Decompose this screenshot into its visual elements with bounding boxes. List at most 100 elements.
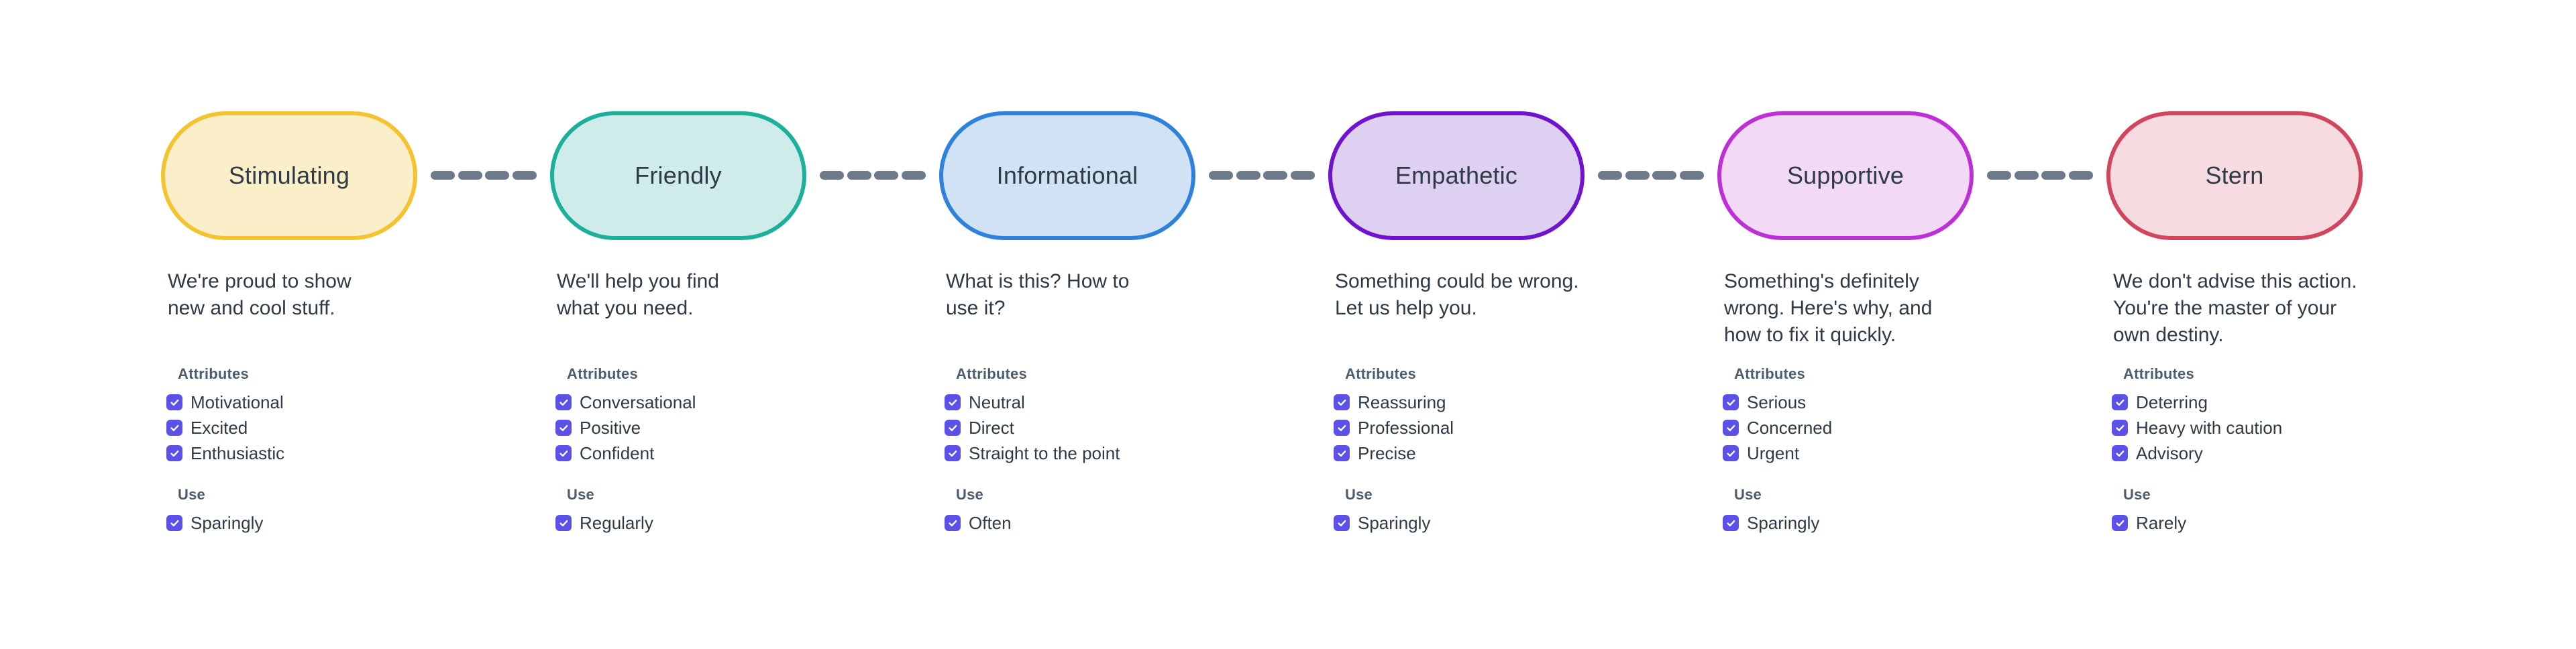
attribute-check-row[interactable]: Precise [1334,440,1660,466]
use-check-row[interactable]: Sparingly [1723,510,2049,536]
use-heading: Use [1345,486,1373,503]
check-label: Regularly [580,513,653,533]
use-heading: Use [178,486,205,503]
check-label: Motivational [191,392,284,412]
attributes-heading: Attributes [2123,365,2194,382]
use-heading: Use [1734,486,1762,503]
attribute-check-row[interactable]: Reassuring [1334,390,1660,415]
tone-pill-label: Friendly [635,162,722,189]
tone-pill[interactable]: Empathetic [1328,111,1585,240]
use-heading: Use [956,486,983,503]
attribute-check-row[interactable]: Concerned [1723,415,2049,440]
check-label: Advisory [2136,443,2203,463]
tone-description: Something could be wrong. Let us help yo… [1335,270,1579,319]
checkmark-icon[interactable] [2112,394,2128,410]
checkmark-icon[interactable] [1334,515,1350,531]
check-label: Precise [1358,443,1416,463]
check-label: Sparingly [1358,513,1431,533]
check-label: Reassuring [1358,392,1446,412]
attribute-check-row[interactable]: Deterring [2112,390,2438,415]
attribute-check-row[interactable]: Motivational [166,390,493,415]
checkmark-icon[interactable] [945,420,961,436]
checkmark-icon[interactable] [2112,420,2128,436]
checkmark-icon[interactable] [2112,515,2128,531]
checkmark-icon[interactable] [1723,515,1739,531]
attribute-check-row[interactable]: Urgent [1723,440,2049,466]
check-label: Urgent [1747,443,1800,463]
tone-description: We don't advise this action. You're the … [2113,270,2357,346]
attributes-heading: Attributes [1734,365,1805,382]
attribute-check-row[interactable]: Heavy with caution [2112,415,2438,440]
checkmark-icon[interactable] [1723,445,1739,461]
checkmark-icon[interactable] [1723,420,1739,436]
check-label: Sparingly [191,513,264,533]
checkmark-icon[interactable] [166,394,182,410]
checkmark-icon[interactable] [1334,394,1350,410]
attribute-check-row[interactable]: Straight to the point [945,440,1271,466]
check-label: Enthusiastic [191,443,285,463]
check-label: Deterring [2136,392,2208,412]
tone-pill[interactable]: Informational [939,111,1195,240]
attribute-check-row[interactable]: Excited [166,415,493,440]
check-label: Conversational [580,392,696,412]
checkmark-icon[interactable] [945,394,961,410]
attribute-check-row[interactable]: Conversational [555,390,882,415]
tone-pill-label: Empathetic [1395,162,1518,189]
checkmark-icon[interactable] [555,420,572,436]
use-check-row[interactable]: Sparingly [166,510,493,536]
check-label: Rarely [2136,513,2187,533]
tone-pill-label: Supportive [1786,162,1904,189]
checkmark-icon[interactable] [945,445,961,461]
attribute-check-row[interactable]: Advisory [2112,440,2438,466]
checkmark-icon[interactable] [1334,420,1350,436]
attribute-check-row[interactable]: Professional [1334,415,1660,440]
check-label: Positive [580,418,641,438]
checkmark-icon[interactable] [555,515,572,531]
use-check-row[interactable]: Rarely [2112,510,2438,536]
tone-pill[interactable]: Stimulating [161,111,417,240]
tone-pill[interactable]: Supportive [1717,111,1974,240]
attribute-check-row[interactable]: Neutral [945,390,1271,415]
check-label: Confident [580,443,655,463]
checkmark-icon[interactable] [555,394,572,410]
tone-description: What is this? How to use it? [946,270,1130,319]
use-check-row[interactable]: Sparingly [1334,510,1660,536]
check-label: Straight to the point [969,443,1120,463]
checkmark-icon[interactable] [166,420,182,436]
tone-pill-label: Stimulating [228,162,350,189]
attribute-check-row[interactable]: Positive [555,415,882,440]
checkmark-icon[interactable] [2112,445,2128,461]
checkmark-icon[interactable] [166,445,182,461]
use-heading: Use [567,486,594,503]
check-label: Sparingly [1747,513,1820,533]
tone-pill-label: Stern [2205,162,2264,189]
check-label: Professional [1358,418,1454,438]
checkmark-icon[interactable] [166,515,182,531]
checkmark-icon[interactable] [555,445,572,461]
checkmark-icon[interactable] [1334,445,1350,461]
attribute-check-row[interactable]: Enthusiastic [166,440,493,466]
check-label: Concerned [1747,418,1833,438]
attributes-heading: Attributes [178,365,249,382]
use-heading: Use [2123,486,2151,503]
checkmark-icon[interactable] [1723,394,1739,410]
attributes-heading: Attributes [956,365,1027,382]
use-check-row[interactable]: Regularly [555,510,882,536]
tone-description: We'll help you find what you need. [557,270,719,319]
attribute-check-row[interactable]: Serious [1723,390,2049,415]
attributes-heading: Attributes [1345,365,1416,382]
tone-pill-label: Informational [996,162,1138,189]
tone-pill[interactable]: Stern [2106,111,2363,240]
use-check-row[interactable]: Often [945,510,1271,536]
attribute-check-row[interactable]: Direct [945,415,1271,440]
check-label: Neutral [969,392,1025,412]
check-label: Excited [191,418,248,438]
attribute-check-row[interactable]: Confident [555,440,882,466]
tone-description: We're proud to show new and cool stuff. [168,270,352,319]
checkmark-icon[interactable] [945,515,961,531]
tone-pill[interactable]: Friendly [550,111,806,240]
